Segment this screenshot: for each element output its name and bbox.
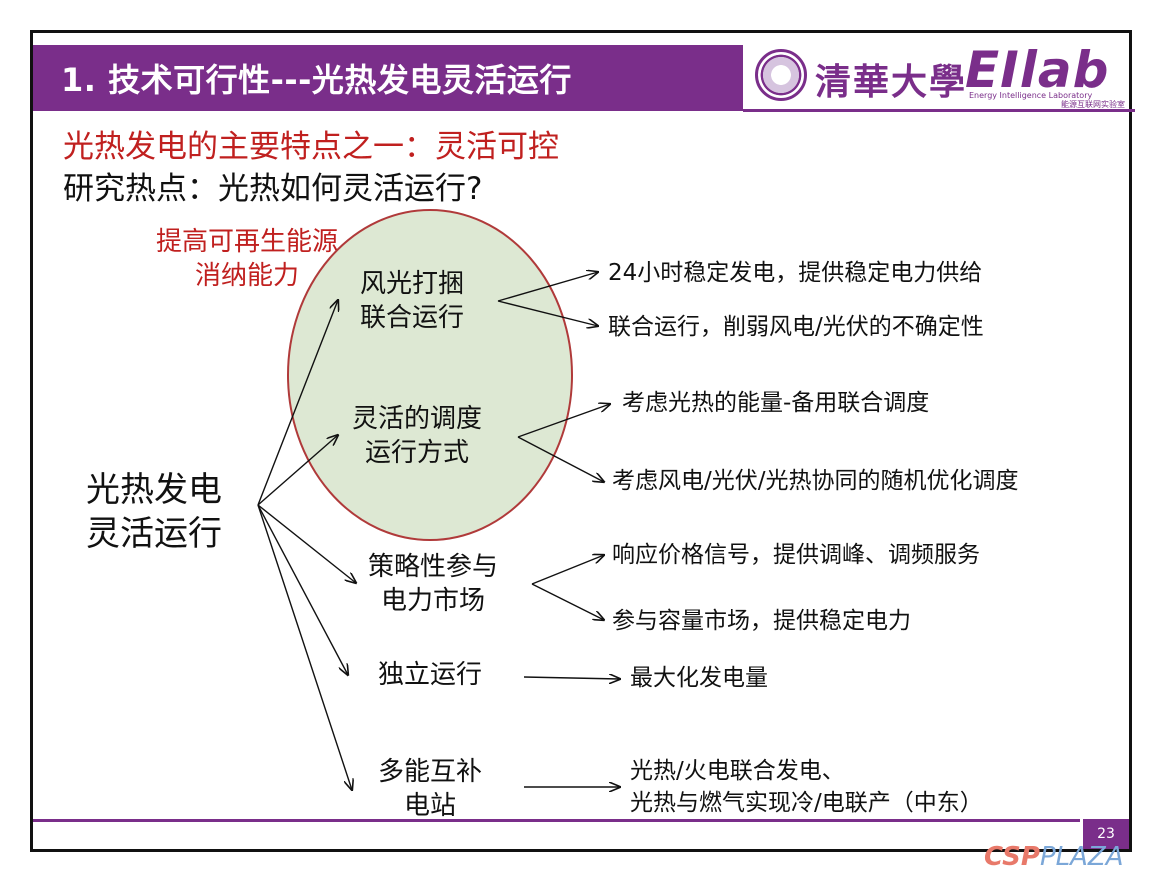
- slide-frame: 1. 技术可行性---光热发电灵活运行 清華大學 EIlab Energy In…: [30, 30, 1135, 852]
- arrow-branch-1-leaf-2: [497, 300, 598, 326]
- page-number: 23: [1083, 819, 1129, 849]
- branch-multi-energy-station: 多能互补 电站: [378, 755, 482, 823]
- arrow-branch-3-leaf-1: [531, 555, 604, 585]
- branch-1-line-1: 风光打捆: [360, 269, 465, 299]
- branch-flexible-dispatch: 灵活的调度 运行方式: [352, 402, 482, 470]
- csp-plaza-watermark: CSPPLAZA: [984, 842, 1124, 872]
- arrow-branch-2-leaf-2: [517, 436, 604, 482]
- watermark-part-2: PLAZA: [1039, 842, 1124, 872]
- university-logo: 清華大學 EIlab Energy Intelligence Laborator…: [755, 41, 1125, 109]
- leaf-thermal-joint: 光热/火电联合发电、: [630, 758, 845, 784]
- branch-2-line-2: 运行方式: [365, 438, 470, 468]
- arrow-root-to-branch-3: [257, 504, 356, 583]
- branch-5-line-1: 多能互补: [378, 757, 483, 787]
- highlight-ellipse: [287, 209, 573, 541]
- title-bar: 1. 技术可行性---光热发电灵活运行: [33, 45, 743, 111]
- leaf-stable-24h: 24小时稳定发电，提供稳定电力供给: [608, 260, 983, 286]
- leaf-stochastic-dispatch: 考虑风电/光伏/光热协同的随机优化调度: [612, 468, 1019, 494]
- logo-chinese-name: 清華大學: [815, 61, 968, 103]
- title-underline: [743, 109, 1135, 112]
- leaf-reduce-uncertainty: 联合运行，削弱风电/光伏的不确定性: [608, 314, 984, 340]
- slide-title: 1. 技术可行性---光热发电灵活运行: [61, 61, 572, 99]
- logo-lab-subtitle-en: Energy Intelligence Laboratory: [969, 91, 1093, 100]
- annotation-line-1: 提高可再生能源: [156, 227, 339, 257]
- root-node-line-2: 灵活运行: [86, 514, 222, 554]
- watermark-part-1: CSP: [984, 842, 1040, 872]
- logo-lab-subtitle-cn: 能源互联网实验室: [1061, 100, 1125, 109]
- branch-independent: 独立运行: [378, 658, 482, 692]
- arrow-branch-2-leaf-1: [517, 404, 610, 438]
- branch-5-line-2: 电站: [404, 791, 457, 821]
- root-node: 光热发电 灵活运行: [86, 468, 222, 556]
- branch-1-line-2: 联合运行: [360, 303, 465, 333]
- arrow-branch-4-leaf-1: [523, 677, 620, 679]
- annotation-line-2: 消纳能力: [195, 261, 300, 291]
- university-seal-icon: [755, 49, 807, 101]
- arrow-root-to-branch-5: [257, 504, 352, 790]
- branch-strategic-market: 策略性参与 电力市场: [368, 550, 498, 618]
- leaf-cogeneration: 光热与燃气实现冷/电联产（中东）: [630, 790, 983, 816]
- arrow-root-to-branch-2: [257, 435, 338, 506]
- arrow-root-to-branch-1: [257, 300, 338, 506]
- branch-3-line-1: 策略性参与: [368, 552, 499, 582]
- leaf-energy-reserve: 考虑光热的能量-备用联合调度: [622, 390, 930, 416]
- leaf-price-response: 响应价格信号，提供调峰、调频服务: [612, 542, 980, 568]
- root-node-line-1: 光热发电: [86, 470, 222, 510]
- leaf-capacity-market: 参与容量市场，提供稳定电力: [612, 608, 911, 634]
- logo-lab-name: EIlab: [965, 41, 1110, 99]
- branch-4-line-1: 独立运行: [378, 660, 483, 690]
- footer-line: [33, 819, 1080, 822]
- branch-2-line-1: 灵活的调度: [352, 404, 483, 434]
- subtitle-key-feature: 光热发电的主要特点之一：灵活可控: [63, 129, 559, 165]
- subtitle-research-topic: 研究热点：光热如何灵活运行?: [63, 171, 483, 207]
- branch-wind-solar-joint: 风光打捆 联合运行: [360, 267, 464, 335]
- branch-3-line-2: 电力市场: [381, 586, 486, 616]
- leaf-max-generation: 最大化发电量: [630, 665, 768, 691]
- arrow-branch-1-leaf-1: [497, 272, 598, 302]
- arrow-branch-3-leaf-2: [531, 583, 604, 620]
- renewable-annotation: 提高可再生能源 消纳能力: [156, 225, 338, 293]
- arrow-root-to-branch-4: [257, 504, 348, 675]
